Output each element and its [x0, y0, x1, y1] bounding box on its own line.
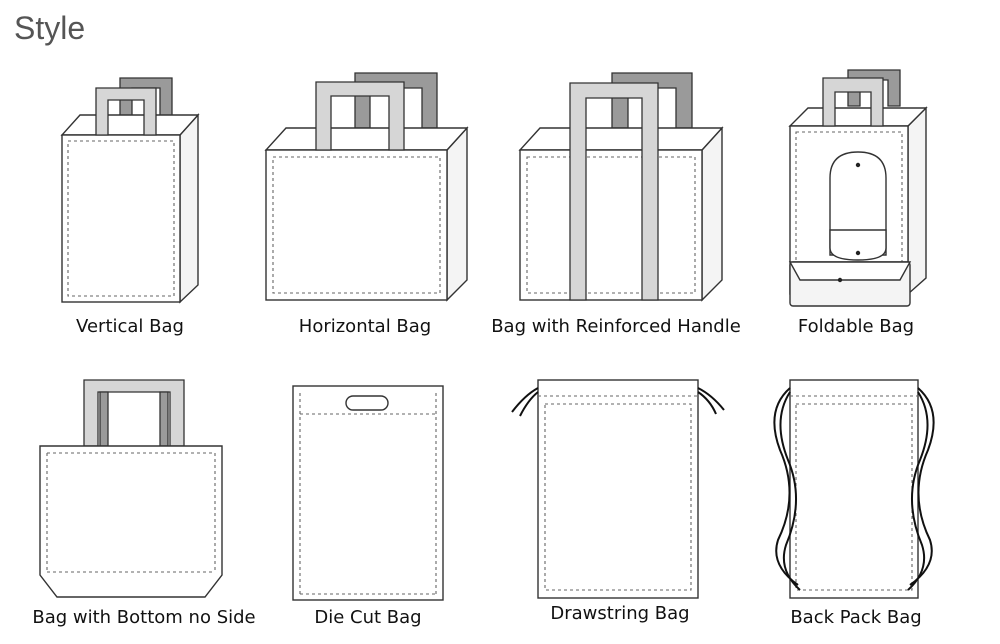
page-title: Style — [14, 10, 86, 46]
vertical-bag-illustration — [60, 77, 200, 304]
foldable-bag-label: Foldable Bag — [797, 316, 915, 337]
drawstring-bag-illustration — [511, 379, 725, 599]
bottom-no-side-bag-illustration — [39, 379, 223, 598]
horizontal-bag-illustration — [264, 72, 469, 302]
backpack-bag-illustration — [773, 379, 935, 599]
horizontal-bag-label: Horizontal Bag — [298, 316, 432, 337]
backpack-bag-label: Back Pack Bag — [790, 607, 922, 628]
vertical-bag-label: Vertical Bag — [76, 316, 184, 337]
bottom-no-side-bag-label: Bag with Bottom no Side — [32, 607, 256, 628]
reinforced-handle-bag-illustration — [518, 72, 724, 302]
die-cut-bag-illustration — [292, 385, 444, 601]
reinforced-handle-bag-label: Bag with Reinforced Handle — [491, 316, 741, 337]
die-cut-bag-label: Die Cut Bag — [314, 607, 422, 628]
foldable-bag-illustration — [788, 69, 928, 307]
drawstring-bag-label: Drawstring Bag — [550, 603, 690, 624]
